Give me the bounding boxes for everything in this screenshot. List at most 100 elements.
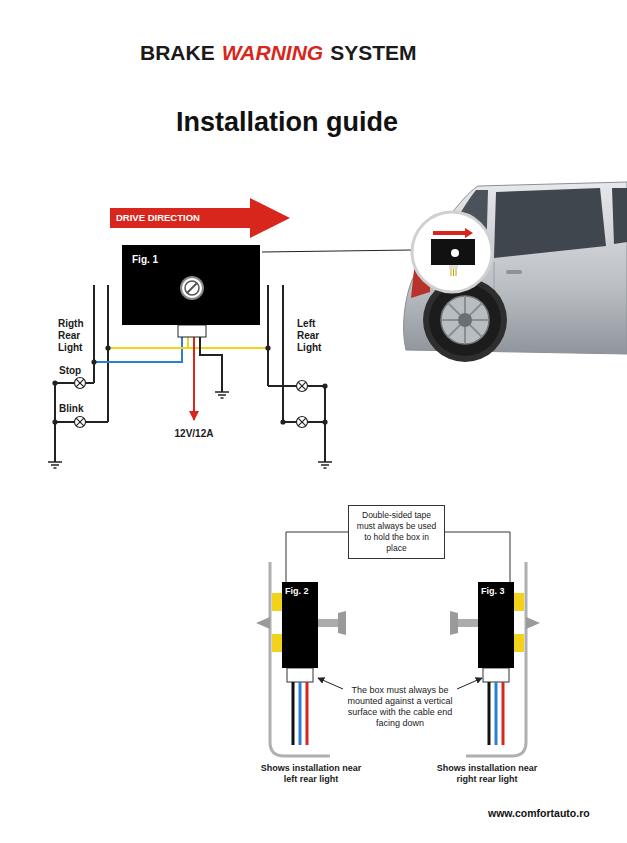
node-text: DRIVE DIRECTION — [116, 212, 200, 224]
wire — [107, 285, 109, 422]
ground-symbols — [48, 392, 332, 468]
ground-symbol — [321, 464, 329, 466]
lamp-label: Stop — [59, 365, 81, 377]
lamp-symbol — [76, 379, 84, 387]
adjust-knob — [187, 283, 197, 293]
lamp-label: Blink — [59, 403, 83, 415]
junction-dot — [265, 345, 270, 350]
ground-symbol — [218, 394, 226, 396]
junction-dot — [52, 380, 57, 385]
inset-knob — [451, 249, 459, 257]
node-text: Fig. 3 — [481, 586, 505, 597]
ground-symbol — [318, 461, 332, 463]
ground-symbol — [215, 391, 229, 393]
wire — [308, 385, 326, 387]
wire — [308, 421, 326, 423]
ground-symbol — [54, 467, 57, 469]
leader-line — [262, 250, 412, 252]
lamp-symbol — [75, 378, 86, 389]
blue-wire — [495, 682, 498, 745]
adjust-knob — [181, 277, 203, 299]
blue-wire — [94, 337, 182, 362]
control-unit: Fig. 2 — [282, 582, 318, 668]
tape-strip — [514, 634, 524, 652]
connector-line — [286, 532, 348, 582]
control-unit: Fig. 3 — [478, 582, 514, 668]
node-text: Fig. 1 — [132, 253, 158, 266]
arrow-shape — [110, 198, 290, 238]
black-wire — [292, 682, 295, 745]
wire — [267, 285, 269, 386]
wire-label: Rigth Rear Light — [58, 318, 92, 354]
black-wire — [488, 682, 491, 745]
lamp-symbol — [298, 382, 306, 390]
hub — [458, 313, 472, 327]
screw-head — [338, 611, 346, 635]
screw-tip — [526, 617, 540, 629]
screw-tip — [256, 617, 270, 629]
leader-arrow — [457, 678, 482, 689]
car-window — [494, 188, 606, 258]
lamp-symbol — [75, 417, 86, 428]
figure-caption: Shows installation near right rear light — [428, 763, 546, 785]
inset-wires — [451, 269, 456, 276]
lamp-symbol — [298, 418, 306, 426]
inset-connector — [449, 265, 458, 269]
box-cables — [287, 668, 509, 745]
ground-symbol — [221, 397, 224, 399]
door-handle — [506, 270, 522, 274]
rim — [441, 296, 489, 344]
leader-arrow — [318, 678, 343, 689]
figure-caption: Shows installation near left rear light — [254, 763, 368, 785]
connector-line — [445, 532, 510, 582]
website-url: www.comfortauto.ro — [488, 807, 590, 820]
tape-strip — [272, 593, 282, 611]
direction-arrow: DRIVE DIRECTION — [110, 198, 290, 238]
wall-bracket — [270, 562, 330, 756]
cable-connector — [287, 668, 313, 682]
red-wire — [306, 682, 309, 745]
page-title: Installation guide — [176, 106, 398, 138]
screw-thread — [318, 619, 338, 627]
junction-dots — [52, 345, 327, 424]
wire — [86, 382, 94, 384]
control-unit: Fig. 1 — [122, 245, 260, 325]
cable-connector — [483, 668, 509, 682]
callout-note: The box must always be mounted against a… — [340, 685, 460, 729]
cable-connector — [178, 325, 206, 337]
mounting-walls — [270, 562, 526, 756]
wire — [282, 285, 284, 422]
wire — [268, 385, 297, 387]
junction-dot — [91, 359, 96, 364]
node-text: Fig. 2 — [285, 586, 309, 597]
inset-arrow — [433, 228, 473, 238]
ground-symbol — [48, 461, 62, 463]
car-illustration — [404, 182, 627, 362]
tyre — [429, 284, 501, 356]
wall-bracket — [466, 562, 526, 756]
ground-symbol — [324, 467, 327, 469]
logo-word-accent: WARNING — [222, 40, 324, 65]
junction-dot — [52, 419, 57, 424]
blue-wire — [299, 682, 302, 745]
lamp-symbols — [75, 378, 308, 428]
detail-inset — [412, 212, 492, 292]
logo-word: SYSTEM — [330, 40, 416, 65]
yellow-wire — [108, 347, 268, 349]
logo-word: BRAKE — [140, 40, 215, 65]
note-box: Double-sided tape must always be used to… — [348, 505, 445, 559]
ground-wire — [200, 337, 222, 392]
inset-box — [431, 239, 475, 265]
junction-dot — [322, 419, 327, 424]
tape-strip — [272, 634, 282, 652]
red-wire — [502, 682, 505, 745]
junction-dot — [280, 419, 285, 424]
yellow-wire — [187, 337, 189, 348]
tape-strip — [514, 593, 524, 611]
node-text: Double-sided tape must always be used to… — [353, 510, 440, 554]
junction-dot — [105, 345, 110, 350]
screw-head — [450, 611, 458, 635]
lamp-symbol — [297, 417, 308, 428]
